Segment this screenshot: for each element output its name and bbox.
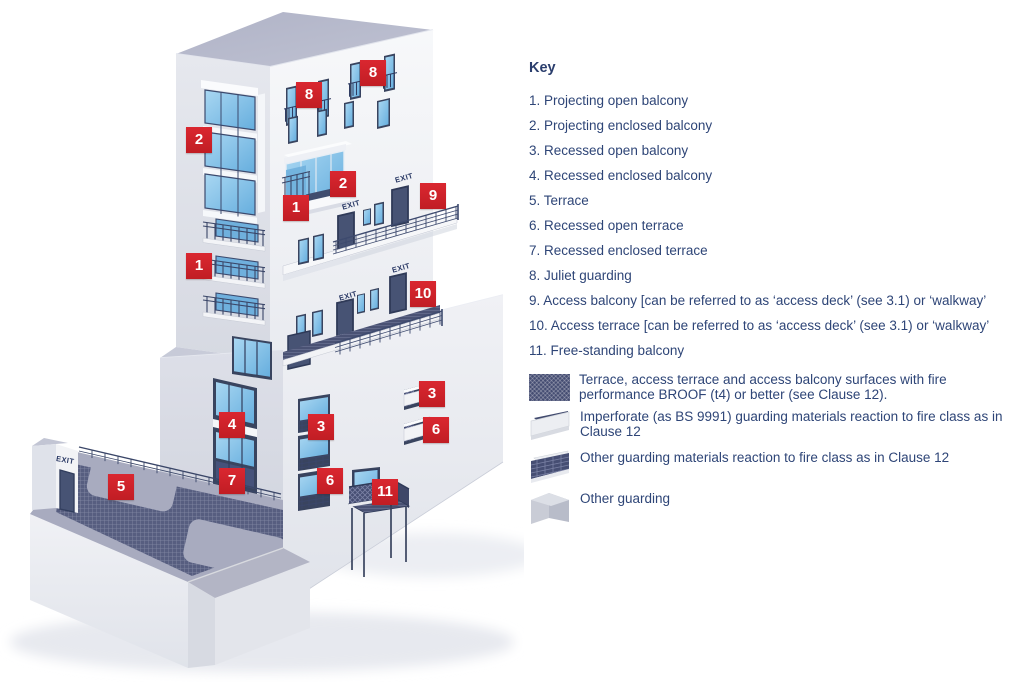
broof-surface-label: Terrace, access terrace and access balco… (579, 372, 947, 402)
marker-juliet-guarding: 8 (360, 60, 386, 86)
key-panel: Key 1. Projecting open balcony 2. Projec… (529, 60, 1011, 532)
key-item-1: 1. Projecting open balcony (529, 93, 689, 108)
key-item-10: 10. Access terrace [can be referred to a… (529, 318, 990, 333)
swatch-broof-surface: Terrace, access terrace and access balco… (529, 372, 1011, 402)
marker-recessed-enclosed-terrace: 7 (219, 468, 245, 494)
key-item-5: 5. Terrace (529, 193, 589, 208)
other-guarding-materials-swatch-icon (530, 450, 570, 483)
marker-terrace: 5 (108, 474, 134, 500)
marker-recessed-enclosed-balcony: 4 (219, 412, 245, 438)
other-guarding-swatch-icon (531, 493, 569, 524)
marker-recessed-open-balcony: 3 (419, 381, 445, 407)
marker-recessed-open-terrace: 6 (423, 417, 449, 443)
swatch-imperforate-guarding: Imperforate (as BS 9991) guarding materi… (529, 409, 1011, 443)
key-title: Key (529, 60, 556, 76)
broof-surface-swatch-icon (529, 374, 570, 401)
marker-access-balcony: 9 (420, 183, 446, 209)
marker-recessed-open-terrace-2: 6 (317, 468, 343, 494)
swatch-other-guarding: Other guarding (529, 491, 1011, 525)
imperforate-guarding-swatch-icon (530, 411, 570, 440)
key-swatches: Terrace, access terrace and access balco… (529, 372, 1011, 525)
other-guarding-label: Other guarding (580, 491, 671, 506)
marker-projecting-open: 1 (283, 195, 309, 221)
marker-projecting-enclosed-2: 2 (330, 171, 356, 197)
key-item-3: 3. Recessed open balcony (529, 143, 689, 158)
building-isometric-illustration (10, 12, 524, 672)
other-guarding-materials-label: Other guarding materials reaction to fir… (580, 450, 950, 465)
marker-free-standing-balcony: 11 (372, 479, 398, 505)
marker-access-terrace: 10 (410, 281, 436, 307)
key-item-6: 6. Recessed open terrace (529, 218, 684, 233)
marker-projecting-open-2: 1 (186, 253, 212, 279)
key-item-2: 2. Projecting enclosed balcony (529, 118, 713, 133)
key-item-8: 8. Juliet guarding (529, 268, 632, 283)
swatch-other-guarding-materials: Other guarding materials reaction to fir… (529, 450, 1011, 484)
imperforate-guarding-label: Imperforate (as BS 9991) guarding materi… (580, 409, 1003, 439)
marker-juliet-guarding-2: 8 (296, 82, 322, 108)
key-item-9: 9. Access balcony [can be referred to as… (529, 293, 987, 308)
key-item-11: 11. Free-standing balcony (529, 343, 685, 358)
marker-recessed-open-balcony-2: 3 (308, 414, 334, 440)
marker-projecting-enclosed: 2 (186, 127, 212, 153)
key-item-4: 4. Recessed enclosed balcony (529, 168, 713, 183)
key-item-7: 7. Recessed enclosed terrace (529, 243, 708, 258)
